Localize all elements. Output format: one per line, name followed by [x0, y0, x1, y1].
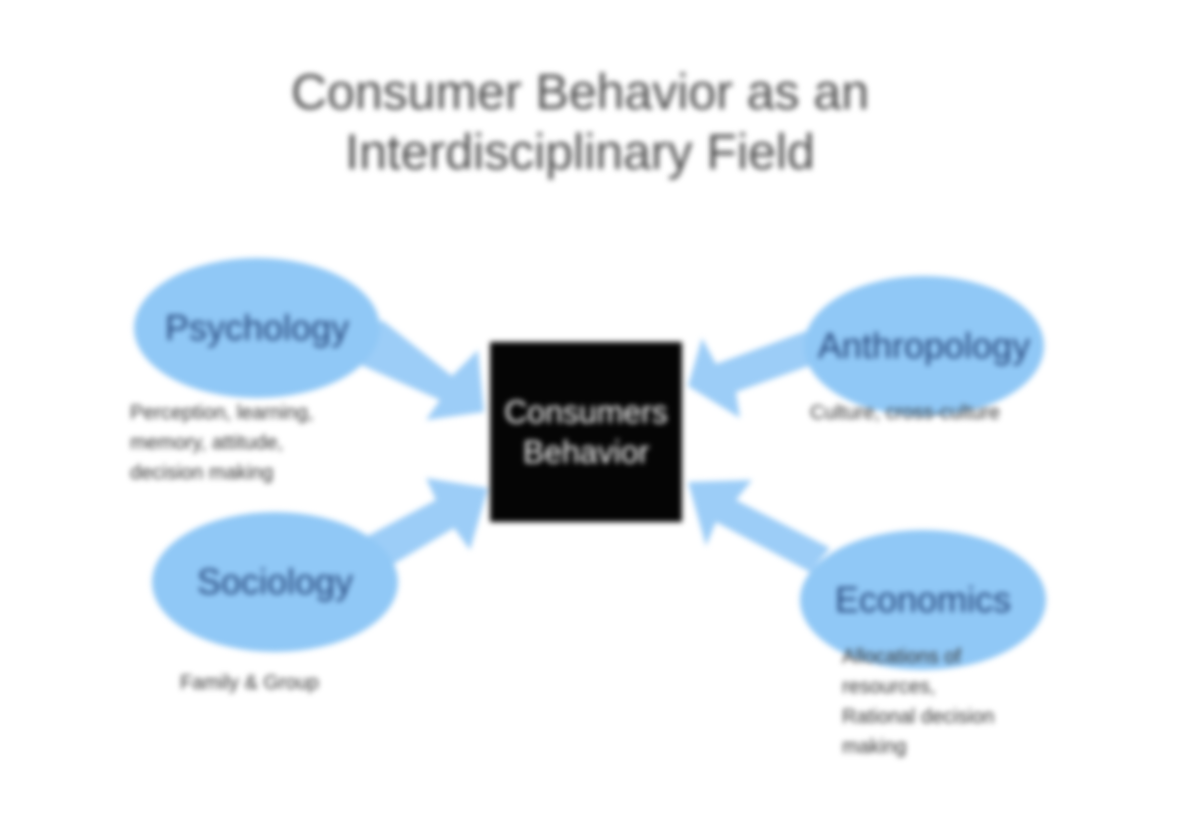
arrow-anthropology	[688, 326, 820, 418]
economics-desc-line-2: resources,	[842, 676, 936, 698]
node-sociology-label: Sociology	[196, 561, 354, 602]
title-line-1: Consumer Behavior as an	[290, 64, 870, 120]
economics-description: Allocations of resources, Rational decis…	[842, 642, 1082, 762]
node-anthropology: Anthropology	[804, 276, 1044, 416]
page-title: Consumer Behavior as an Interdisciplinar…	[0, 62, 1160, 182]
anthropology-description: Culture, cross-culture	[810, 398, 1070, 428]
psychology-desc-line-2: memory, attitude,	[130, 432, 284, 454]
economics-desc-line-3: Rational decision	[842, 706, 995, 728]
center-consumers-behavior: Consumers Behavior	[490, 342, 682, 522]
sociology-description: Family & Group	[180, 668, 400, 698]
sociology-desc-line-1: Family & Group	[180, 672, 319, 694]
anthropology-desc-line-1: Culture, cross-culture	[810, 402, 1001, 424]
node-sociology: Sociology	[152, 512, 398, 652]
economics-desc-line-1: Allocations of	[842, 646, 961, 668]
node-psychology-label: Psychology	[164, 307, 350, 348]
node-economics-label: Economics	[834, 579, 1012, 620]
economics-desc-line-4: making	[842, 736, 907, 758]
node-psychology: Psychology	[134, 258, 380, 398]
psychology-desc-line-3: decision making	[130, 462, 274, 484]
center-line-1: Consumers	[504, 394, 668, 430]
center-line-2: Behavior	[522, 434, 650, 470]
node-anthropology-label: Anthropology	[817, 325, 1031, 366]
node-economics: Economics	[800, 530, 1046, 670]
psychology-desc-line-1: Perception, learning,	[130, 402, 314, 424]
arrow-psychology	[350, 320, 484, 420]
title-line-2: Interdisciplinary Field	[345, 124, 815, 180]
psychology-description: Perception, learning, memory, attitude, …	[130, 398, 380, 488]
arrow-economics	[688, 480, 830, 572]
arrow-sociology	[360, 478, 488, 572]
